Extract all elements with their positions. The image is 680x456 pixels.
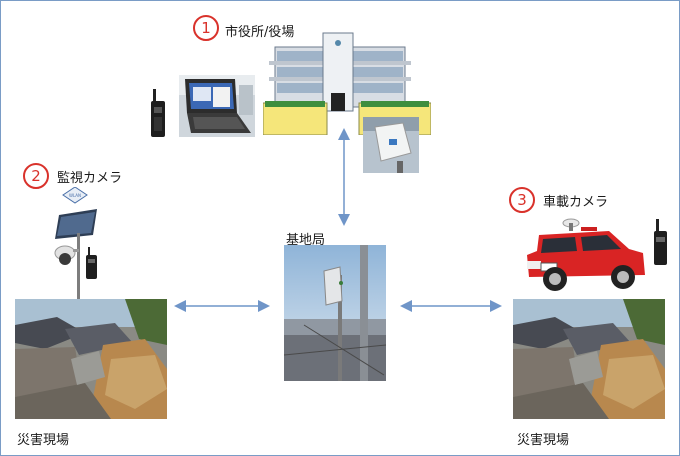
handheld-radio-icon-3 — [653, 219, 669, 267]
disaster-site-photo-left — [15, 299, 167, 419]
number-circle-2: 2 — [23, 163, 49, 189]
disaster-site-right-label: 災害現場 — [517, 433, 570, 448]
city-hall-label: 市役所/役場 — [225, 25, 295, 40]
vehicle-camera-car-icon — [525, 211, 647, 295]
number-circle-3: 3 — [509, 187, 535, 213]
surveillance-camera-label: 監視カメラ — [57, 171, 123, 186]
surveillance-camera-pole-icon: WLAN — [49, 187, 109, 299]
access-point-photo — [363, 117, 419, 173]
handheld-radio-icon-2 — [85, 247, 99, 279]
vehicle-camera-label: 車載カメラ — [543, 195, 609, 210]
city-hall-building-icon — [263, 23, 431, 135]
laptop-photo — [179, 75, 255, 137]
disaster-site-photo-right — [513, 299, 665, 419]
base-station-photo — [284, 245, 386, 381]
disaster-site-left-label: 災害現場 — [17, 433, 70, 448]
handheld-radio-icon — [149, 89, 169, 139]
base-station-label: 基地局 — [286, 233, 326, 248]
wlan-sign-text: WLAN — [69, 193, 81, 198]
number-circle-1: 1 — [193, 15, 219, 41]
